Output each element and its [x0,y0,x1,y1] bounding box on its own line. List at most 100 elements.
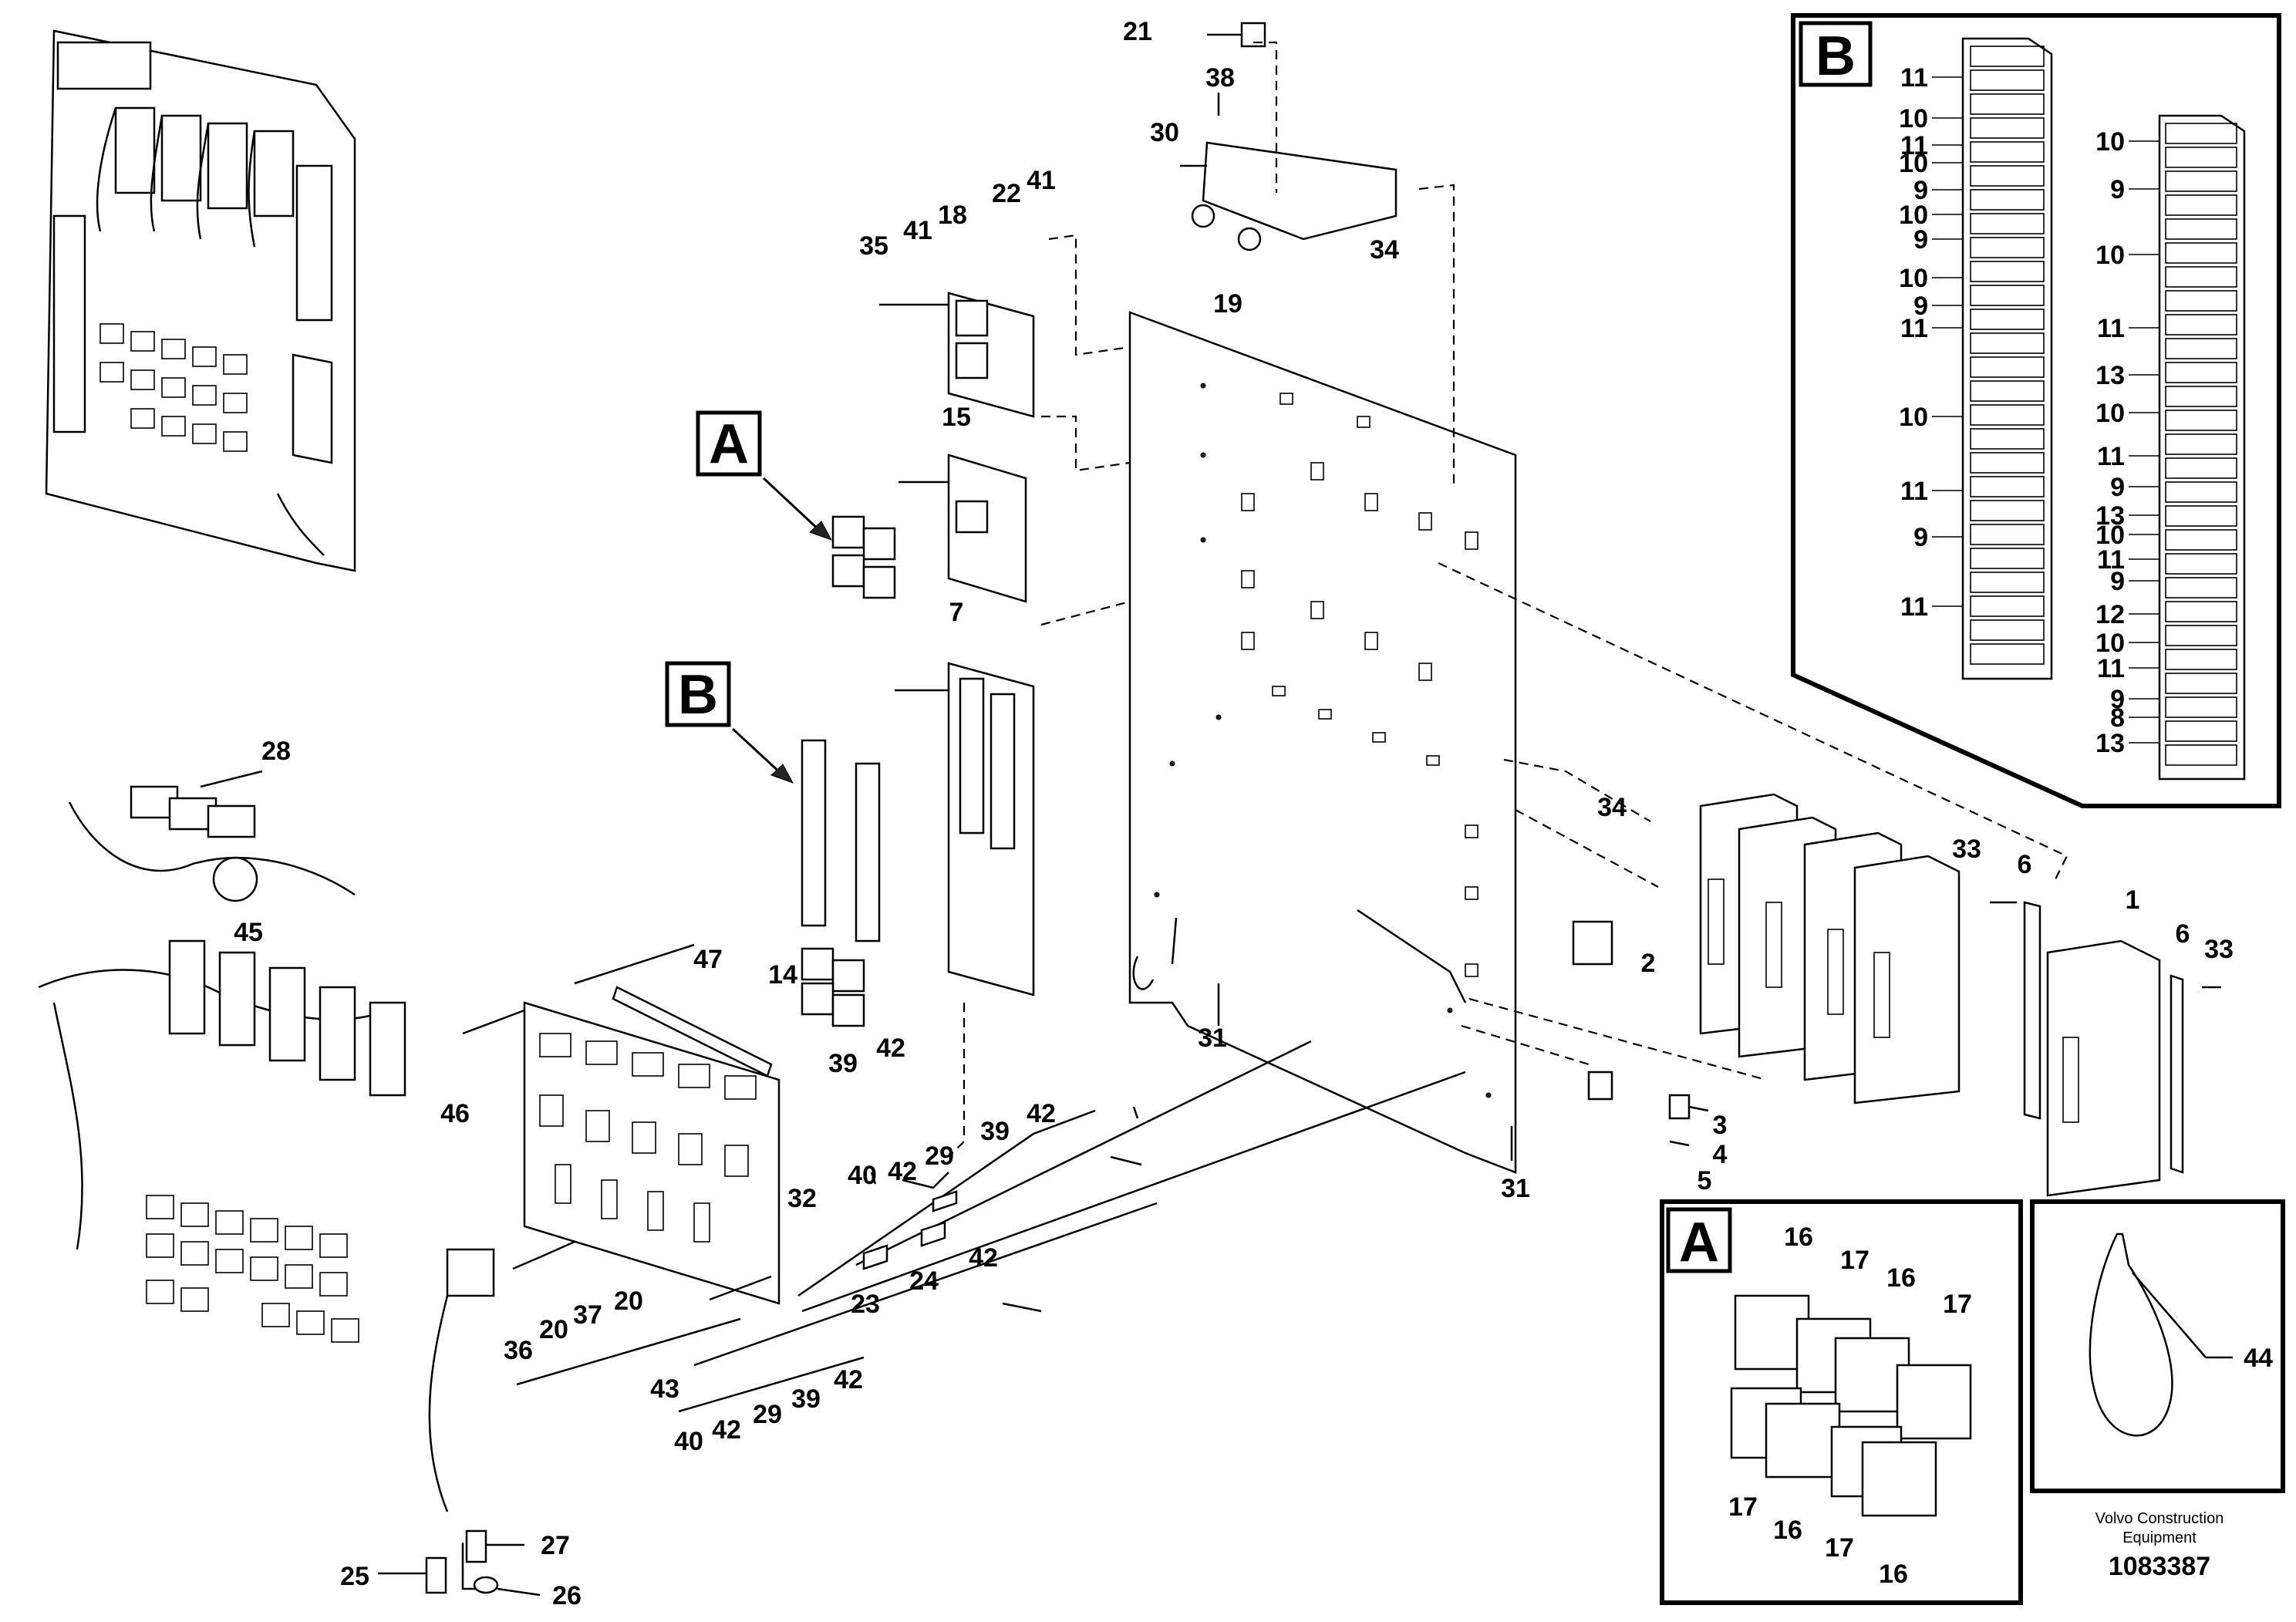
terminal-block [2165,744,2237,766]
terminal-block [2165,696,2237,718]
callout-30: 30 [1150,118,1179,147]
callout-40-b: 40 [674,1427,703,1456]
terminal-block [1970,452,2045,474]
footer-brand: Volvo Construction Equipment 1083387 [2095,1510,2224,1581]
detail-b-right-label: 8 [2110,703,2125,733]
terminal-block [2165,242,2237,264]
terminal-block [2165,625,2237,646]
terminal-block [1970,213,2045,234]
terminal-block [2165,457,2237,479]
callout-14: 14 [768,960,797,990]
detail-b-left-label: 11 [1900,592,1928,622]
detail-a-label: 16 [1879,1560,1908,1589]
callout-42-e: 42 [834,1365,863,1394]
small-hardware [1217,983,1767,1161]
detail-b-left-label: 11 [1900,63,1928,93]
detail-b-left-label: 10 [1899,149,1928,178]
control-units [1438,562,2221,1197]
callout-42-c: 42 [888,1157,917,1186]
detail-b-left-label: 10 [1899,403,1928,432]
detail-b-right-label: 11 [2097,442,2125,471]
terminal-block [1970,380,2045,402]
detail-b-right-label: 10 [2095,521,2125,550]
detail-b-left-terminal-strip [1961,37,2053,680]
callout-5: 5 [1698,1166,1712,1195]
detail-b-right-label: 10 [2095,241,2125,270]
callout-31-b: 31 [1501,1174,1530,1203]
detail-b-left-label: 10 [1899,104,1928,133]
footer-brand-line2: Equipment [2122,1529,2197,1546]
callout-45: 45 [234,918,263,947]
detail-b-right-label: 13 [2095,501,2125,531]
terminal-block [2165,170,2237,192]
callout-41-left: 41 [903,216,932,245]
terminal-block [2165,386,2237,407]
callout-labels: 21 38 30 34 19 35 41 18 22 41 15 7 28 45… [234,17,2234,1610]
terminal-block [1970,500,2045,521]
marker-b: B [665,661,794,784]
detail-a-box: A 16 17 16 17 17 16 17 16 [1660,1199,2023,1605]
callout-43: 43 [650,1374,679,1404]
detail-b-letter: B [1816,25,1856,87]
detail-b-right-label: 11 [2097,314,2125,343]
footer-reference-number: 1083387 [2109,1552,2210,1581]
terminal-block [2165,529,2237,551]
detail-b-right-label: 9 [2110,567,2125,596]
detail-b-right-label: 13 [2095,729,2125,758]
detail-44-label: 44 [2244,1344,2273,1373]
detail-b-right-label: 11 [2097,545,2125,575]
callout-3: 3 [1713,1111,1728,1140]
detail-a-label: 16 [1886,1263,1916,1293]
callout-31-a: 31 [1198,1023,1227,1053]
detail-b-left-label: 11 [1900,314,1928,343]
callout-33-a: 33 [1952,835,1981,864]
circuit-board-15 [831,415,1131,603]
callout-42-a: 42 [876,1034,905,1063]
callout-25: 25 [340,1562,369,1591]
detail-b-right-label: 10 [2095,629,2125,658]
terminal-block [1970,428,2045,450]
terminal-block [2165,481,2237,503]
terminal-block [2165,673,2237,694]
callout-1: 1 [2126,885,2140,915]
callout-20-left: 20 [539,1315,568,1344]
callout-40-a: 40 [848,1161,877,1190]
terminal-block [2165,601,2237,622]
mounting-rods [461,909,1467,1590]
detail-b-left-label: 9 [1913,523,1928,552]
detail-a-letter: A [1679,1212,1719,1273]
terminal-block [2165,410,2237,431]
fuses-bottom [378,1529,541,1597]
callout-39-b: 39 [980,1117,1010,1146]
terminal-block [1970,404,2045,426]
callout-18: 18 [938,201,967,230]
terminal-block [1970,524,2045,545]
detail-a-label: 17 [1825,1533,1854,1563]
terminal-block [1970,595,2045,617]
callout-39-a: 39 [828,1049,858,1078]
detail-b-right-label: 9 [2110,685,2125,714]
callout-37: 37 [573,1300,602,1330]
callout-15: 15 [942,403,971,432]
switch-bracket [1180,22,1455,486]
detail-b-right-label: 10 [2095,127,2125,157]
terminal-block [1970,619,2045,641]
callout-21: 21 [1123,17,1152,46]
terminal-block [1970,117,2045,139]
callout-39-c: 39 [791,1384,821,1414]
callout-22: 22 [992,179,1021,208]
detail-b-right-label: 10 [2095,399,2125,428]
detail-b-left-label: 11 [1900,131,1928,160]
terminal-block [1970,141,2045,163]
callout-6-b: 6 [2176,919,2190,949]
callout-38: 38 [1205,63,1235,93]
callout-42-f: 42 [712,1415,741,1445]
assembled-board-illustration [45,29,356,572]
detail-b-left-label: 10 [1899,264,1928,293]
callout-23: 23 [851,1290,880,1319]
callout-41-right: 41 [1027,166,1056,195]
detail-a-label: 16 [1784,1222,1813,1252]
